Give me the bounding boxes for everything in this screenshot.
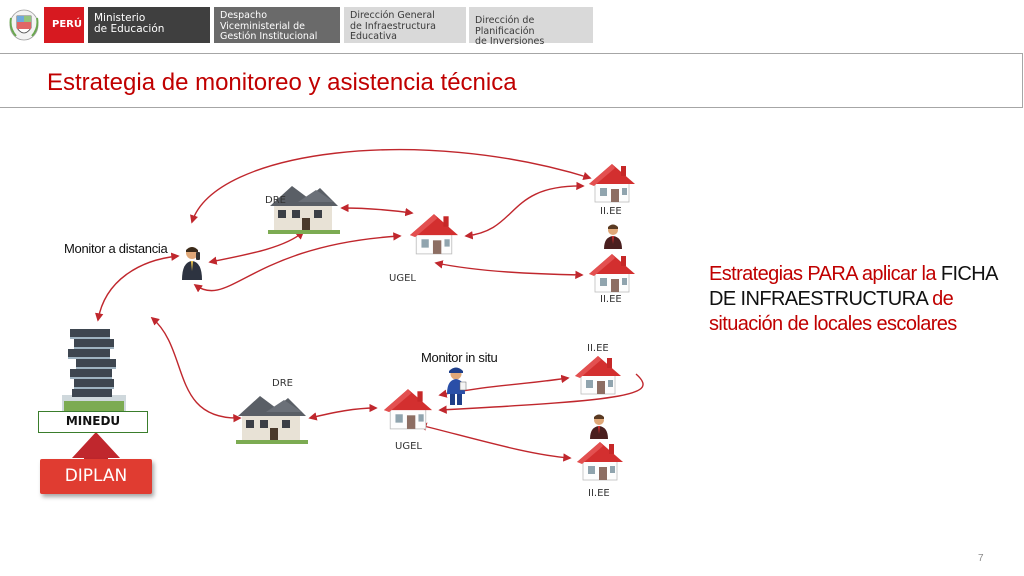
despacho-box: Despacho Viceministerial de Gestión Inst… [214, 7, 340, 43]
dpi-line1: Dirección de Planificación [475, 15, 535, 37]
ministry-line1: Ministerio [94, 12, 146, 24]
arrow-dre-ugel-top [340, 203, 414, 217]
dpi-box: Dirección de Planificación de Inversione… [469, 7, 593, 47]
strategy-part3: de situación de locales escolares [709, 288, 957, 335]
strategy-part2: FICHA DE INFRAESTRUCTURA [709, 263, 997, 310]
diplan-button[interactable]: DIPLAN [40, 459, 152, 494]
arrow-minedu-dre-bottom [150, 316, 242, 423]
iiee-1-label: II.EE [600, 206, 622, 217]
ugel-top-label: UGEL [389, 273, 416, 284]
monitor-remote-label: Monitor a distancia [64, 241, 168, 256]
iiee-4-label: II.EE [588, 488, 610, 499]
person-icon [604, 224, 622, 249]
iiee-3-label: II.EE [587, 343, 609, 354]
despacho-line3: Gestión Institucional [220, 31, 318, 42]
arrow-dre-ugel-bottom [308, 403, 378, 421]
minedu-building-icon [62, 329, 126, 411]
ugel-bottom-label: UGEL [395, 441, 422, 452]
dg-line1: Dirección General [350, 10, 435, 21]
dg-line3: Educativa [350, 31, 397, 42]
ministry-box: Ministerio de Educación [88, 7, 210, 43]
strategy-text: Estrategias PARA aplicar la FICHA DE INF… [709, 262, 1009, 337]
dg-box: Dirección General de Infraestructura Edu… [344, 7, 466, 43]
dre-bottom-house-icon [236, 396, 308, 444]
ugel-bottom-house-icon [383, 388, 433, 430]
arrow-ugel-iiee4 [418, 422, 572, 462]
page-number: 7 [978, 553, 984, 564]
iiee-2-house-icon [588, 253, 636, 293]
monitor-site-label: Monitor in situ [421, 350, 498, 365]
ugel-top-house-icon [409, 213, 459, 255]
iiee-3-house-icon [574, 355, 622, 395]
coat-of-arms-icon [9, 9, 39, 41]
dre-top-label: DRE [265, 195, 286, 206]
dg-line2: de Infraestructura [350, 20, 436, 32]
peru-text: PERÚ [52, 18, 82, 30]
monitor-remote-person-icon [182, 247, 202, 280]
despacho-line2: Viceministerial de [220, 20, 305, 32]
title-bar [0, 53, 1023, 108]
minedu-label: MINEDU [38, 411, 148, 433]
dre-bottom-label: DRE [272, 378, 293, 389]
arrow-iiee3-loop [438, 373, 644, 414]
page-title: Estrategia de monitoreo y asistencia téc… [47, 69, 517, 96]
peru-label: PERÚ [44, 7, 84, 43]
monitor-site-person-icon [447, 367, 467, 405]
person-iiee4-icon [590, 414, 608, 439]
dre-top-house-icon [268, 186, 340, 234]
arrow-remote-iiee1 [190, 148, 592, 224]
strategy-part1: Estrategias PARA aplicar la [709, 263, 936, 285]
arrow-ugel-iiee1 [464, 181, 585, 240]
dpi-line2: de Inversiones [475, 36, 545, 47]
arrow-remote-ugel-top [193, 232, 402, 293]
iiee-4-house-icon [576, 441, 624, 481]
ministry-line2: de Educación [94, 23, 165, 35]
arrow-minedu-remote [95, 252, 180, 322]
iiee-2-label: II.EE [600, 294, 622, 305]
arrow-ugel-iiee2 [434, 260, 584, 280]
iiee-1-house-icon [588, 163, 636, 203]
despacho-line1: Despacho [220, 10, 268, 21]
